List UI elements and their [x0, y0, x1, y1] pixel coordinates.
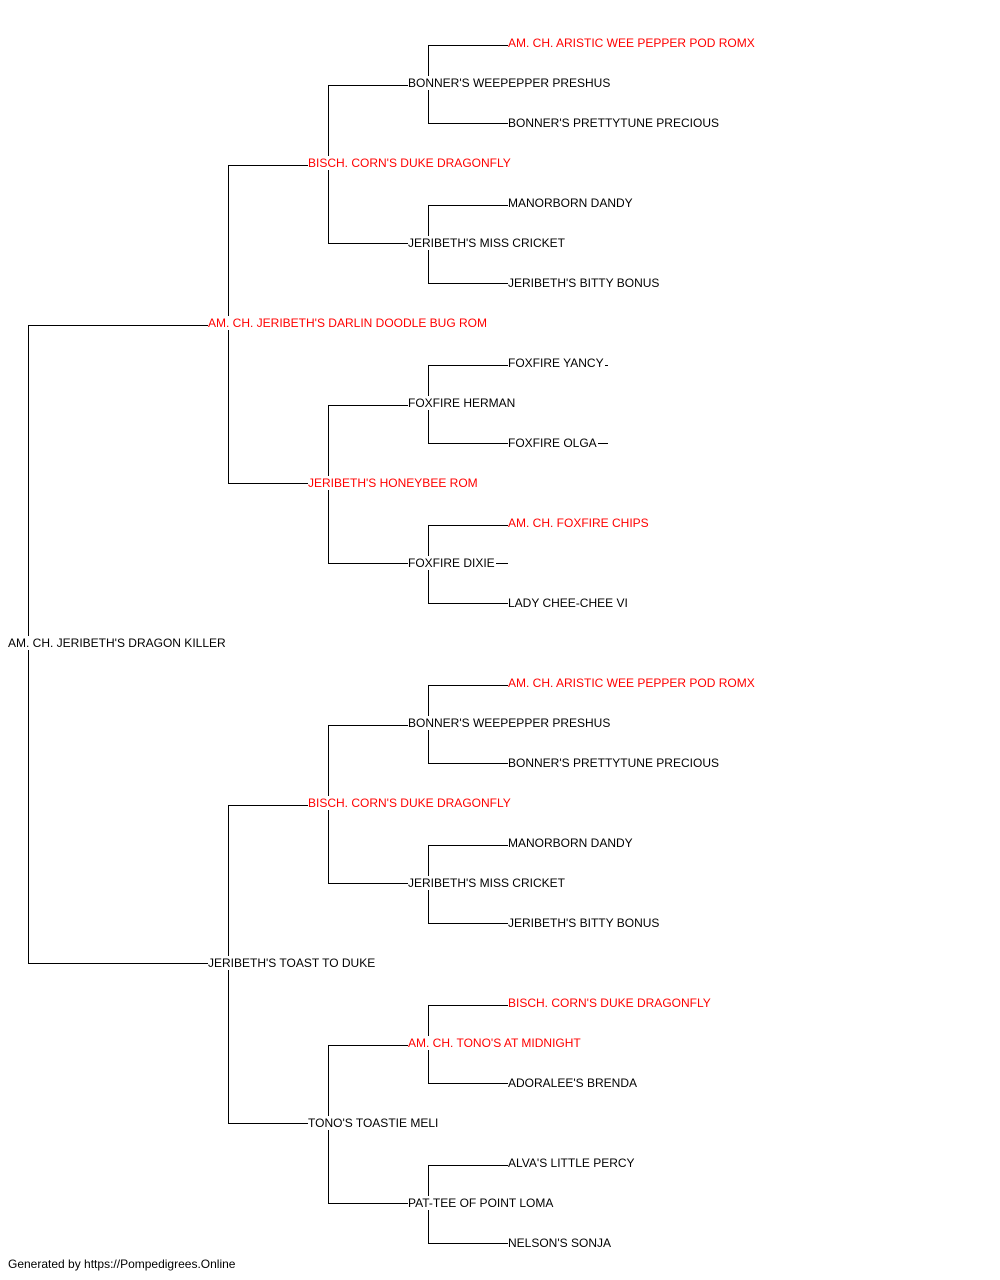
ancestor-name: BISCH. CORN'S DUKE DRAGONFLY — [308, 156, 512, 170]
ancestor-name: JERIBETH'S MISS CRICKET — [408, 236, 566, 250]
ancestor-name: AM. CH. FOXFIRE CHIPS — [508, 516, 650, 530]
ancestor-name: FOXFIRE DIXIE — [408, 556, 496, 570]
ancestor-name: FOXFIRE HERMAN — [408, 396, 517, 410]
ancestor-name: NELSON'S SONJA — [508, 1236, 612, 1250]
ancestor-name: BONNER'S WEEPEPPER PRESHUS — [408, 76, 612, 90]
ancestor-name: JERIBETH'S BITTY BONUS — [508, 916, 661, 930]
ancestor-name: AM. CH. ARISTIC WEE PEPPER POD ROMX — [508, 36, 756, 50]
ancestor-name: JERIBETH'S TOAST TO DUKE — [208, 956, 377, 970]
ancestor-name: AM. CH. JERIBETH'S DARLIN DOODLE BUG ROM — [208, 316, 488, 330]
ancestor-name: LADY CHEE-CHEE VI — [508, 596, 629, 610]
ancestor-name: JERIBETH'S MISS CRICKET — [408, 876, 566, 890]
ancestor-name: BISCH. CORN'S DUKE DRAGONFLY — [508, 996, 712, 1010]
generator-credit: Generated by https://Pompedigrees.Online — [8, 1257, 236, 1271]
ancestor-name: MANORBORN DANDY — [508, 836, 634, 850]
ancestor-name: BONNER'S PRETTYTUNE PRECIOUS — [508, 756, 720, 770]
ancestor-name: FOXFIRE OLGA — [508, 436, 598, 450]
ancestor-name: BISCH. CORN'S DUKE DRAGONFLY — [308, 796, 512, 810]
ancestor-name: AM. CH. ARISTIC WEE PEPPER POD ROMX — [508, 676, 756, 690]
ancestor-name: JERIBETH'S BITTY BONUS — [508, 276, 661, 290]
ancestor-name: JERIBETH'S HONEYBEE ROM — [308, 476, 479, 490]
ancestor-name: AM. CH. TONO'S AT MIDNIGHT — [408, 1036, 582, 1050]
subject-dog-name: AM. CH. JERIBETH'S DRAGON KILLER — [8, 636, 227, 650]
ancestor-name: FOXFIRE YANCY — [508, 356, 605, 370]
ancestor-name: MANORBORN DANDY — [508, 196, 634, 210]
ancestor-name: ADORALEE'S BRENDA — [508, 1076, 638, 1090]
ancestor-name: ALVA'S LITTLE PERCY — [508, 1156, 636, 1170]
ancestor-name: BONNER'S WEEPEPPER PRESHUS — [408, 716, 612, 730]
ancestor-name: PAT-TEE OF POINT LOMA — [408, 1196, 555, 1210]
ancestor-name: TONO'S TOASTIE MELI — [308, 1116, 440, 1130]
ancestor-name: BONNER'S PRETTYTUNE PRECIOUS — [508, 116, 720, 130]
